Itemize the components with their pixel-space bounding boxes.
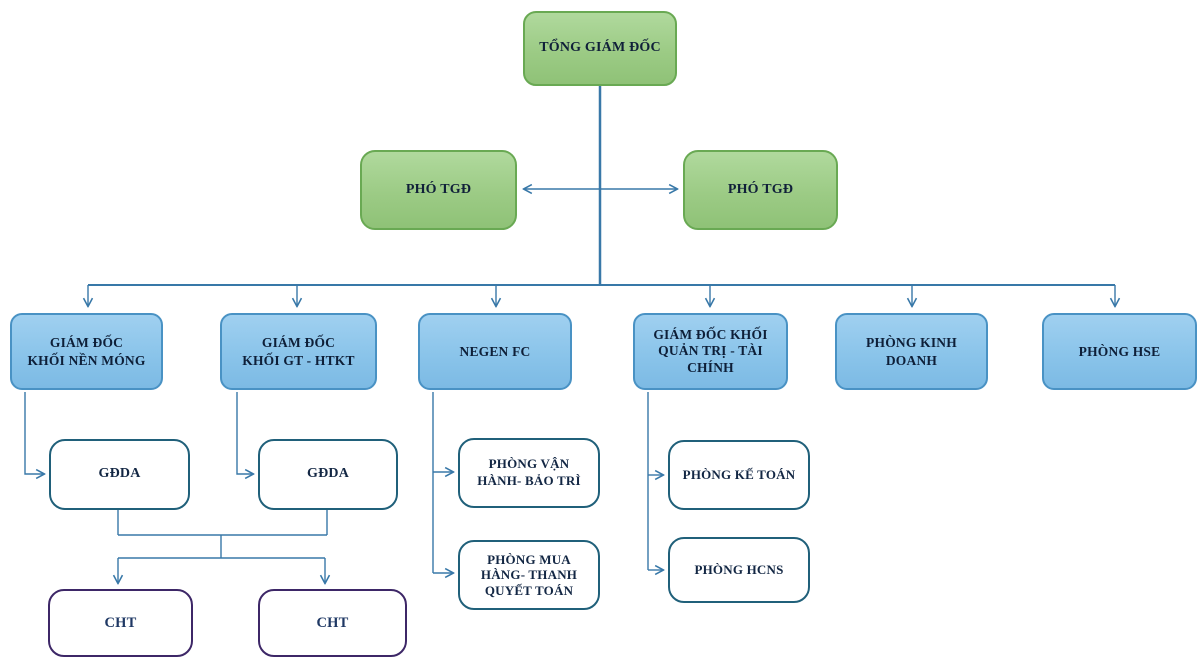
connector-elbow-gdda-2: [236, 392, 253, 474]
org-node-cht-2[interactable]: CHT: [258, 589, 407, 657]
org-node-tong-giam-doc[interactable]: TỔNG GIÁM ĐỐC: [523, 11, 677, 86]
org-node-phong-ke-toan[interactable]: PHÒNG KẾ TOÁN: [668, 440, 810, 510]
org-node-gdda-2[interactable]: GĐDA: [258, 439, 398, 510]
org-node-gdda-1[interactable]: GĐDA: [49, 439, 190, 510]
org-node-giam-doc-gt-htkt[interactable]: GIÁM ĐỐC KHỐI GT - HTKT: [220, 313, 377, 390]
org-node-phong-mua-hang[interactable]: PHÒNG MUA HÀNG- THANH QUYẾT TOÁN: [458, 540, 600, 610]
connector-cht-bus: [117, 510, 328, 559]
org-node-phong-hcns[interactable]: PHÒNG HCNS: [668, 537, 810, 603]
org-node-pho-tgd-right[interactable]: PHÓ TGĐ: [683, 150, 838, 230]
org-node-giam-doc-nen-mong[interactable]: GIÁM ĐỐC KHỐI NỀN MÓNG: [10, 313, 163, 390]
org-node-pho-tgd-left[interactable]: PHÓ TGĐ: [360, 150, 517, 230]
org-node-giam-doc-quan-tri[interactable]: GIÁM ĐỐC KHỐI QUẢN TRỊ - TÀI CHÍNH: [633, 313, 788, 390]
connector-elbow-gdda-1: [24, 392, 44, 474]
org-node-cht-1[interactable]: CHT: [48, 589, 193, 657]
org-node-phong-van-hanh-bao-tri[interactable]: PHÒNG VẬN HÀNH- BẢO TRÌ: [458, 438, 600, 508]
org-node-negen-fc[interactable]: NEGEN FC: [418, 313, 572, 390]
org-node-phong-hse[interactable]: PHÒNG HSE: [1042, 313, 1197, 390]
org-node-phong-kinh-doanh[interactable]: PHÒNG KINH DOANH: [835, 313, 988, 390]
